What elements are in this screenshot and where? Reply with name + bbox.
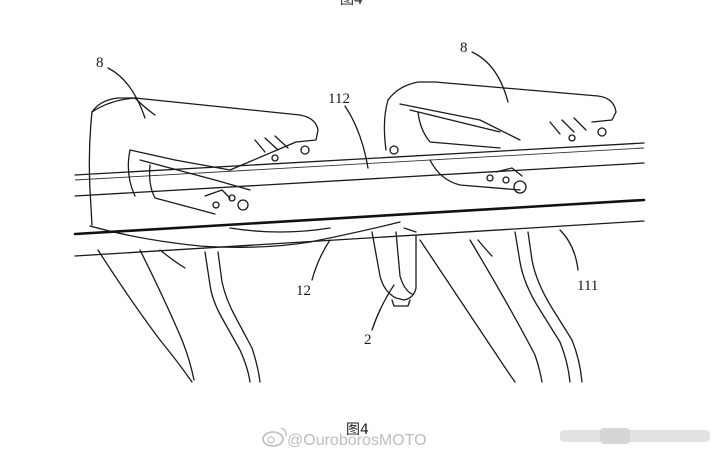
body-part-12 — [89, 221, 401, 248]
label-lower-rail: 111 — [577, 278, 598, 294]
blurred-marks — [560, 428, 710, 444]
center-part-2 — [371, 227, 417, 307]
lower-rail-111 — [73, 198, 646, 257]
upper-rail-112 — [74, 142, 645, 197]
leader-lines — [107, 51, 579, 331]
watermark-text: @OuroborosMOTO — [287, 432, 427, 449]
label-center-part: 2 — [364, 332, 372, 348]
top-caption-cut: 图4 — [340, 0, 363, 8]
watermark: @OuroborosMOTO — [262, 427, 427, 449]
label-handle-left: 8 — [96, 55, 104, 71]
left-lower-body — [88, 97, 261, 383]
label-body-part: 12 — [296, 283, 311, 299]
right-lower-body — [419, 231, 583, 383]
weibo-icon — [262, 427, 287, 447]
right-handle-8 — [383, 81, 617, 194]
left-handle-8 — [91, 97, 319, 215]
figure-caption: 图4 — [346, 422, 369, 438]
label-upper-rail: 112 — [328, 91, 350, 107]
label-handle-right: 8 — [460, 40, 468, 56]
